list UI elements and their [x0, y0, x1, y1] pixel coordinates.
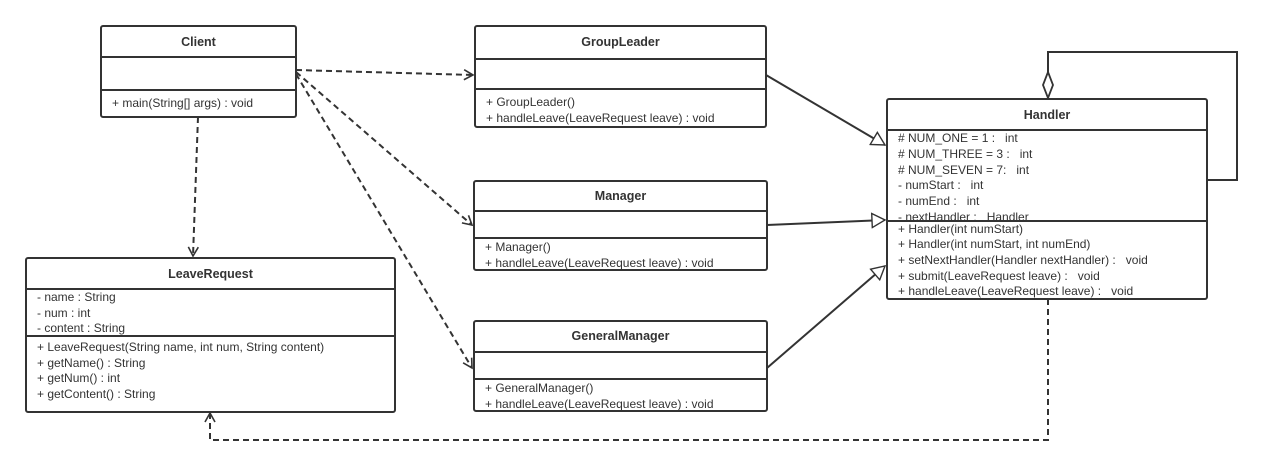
method: + Handler(int numStart, int numEnd): [898, 237, 1091, 252]
dependency-client-groupleader: [286, 64, 475, 81]
attribute: - name : String: [37, 290, 116, 304]
method: + getContent() : String: [37, 387, 156, 402]
attribute: # NUM_ONE = 1 : int: [898, 131, 1018, 146]
attributes-section: [102, 58, 295, 91]
attributes-section: - name : String - num : int - content : …: [27, 290, 394, 337]
class-leaverequest[interactable]: LeaveRequest - name : String - num : int…: [25, 257, 396, 413]
method: + GeneralManager(): [485, 380, 594, 395]
class-manager[interactable]: Manager + Manager() + handleLeave(LeaveR…: [473, 180, 768, 271]
class-groupleader[interactable]: GroupLeader + GroupLeader() + handleLeav…: [474, 25, 767, 128]
method: + Manager(): [485, 239, 551, 254]
method: + LeaveRequest(String name, int num, Str…: [37, 340, 325, 354]
methods-section: + Manager() + handleLeave(LeaveRequest l…: [475, 239, 766, 269]
method: + GroupLeader(): [486, 95, 576, 110]
aggregation-handler-self: [1047, 51, 1238, 181]
class-name: Handler: [888, 100, 1206, 132]
class-name: LeaveRequest: [27, 259, 394, 290]
attribute: # NUM_SEVEN = 7: int: [898, 162, 1030, 177]
attribute: - numEnd : int: [898, 193, 980, 208]
method: + handleLeave(LeaveRequest leave) : void: [486, 110, 715, 125]
methods-section: + Handler(int numStart) + Handler(int nu…: [888, 222, 1206, 298]
method: + handleLeave(LeaveRequest leave) : void: [485, 396, 714, 410]
methods-section: + GroupLeader() + handleLeave(LeaveReque…: [476, 90, 765, 126]
dependency-client-leaverequest: [187, 116, 200, 258]
method: + getNum() : int: [37, 371, 121, 386]
aggregation-diamond-icon: [1042, 69, 1054, 101]
dependency-client-manager: [295, 71, 474, 227]
method: + main(String[] args) : void: [112, 96, 254, 110]
attribute: - nextHandler : Handler: [898, 209, 1029, 222]
generalization-generalmanager-handler: [766, 266, 885, 369]
class-name: GroupLeader: [476, 27, 765, 60]
attributes-section: [475, 353, 766, 380]
method: + setNextHandler(Handler nextHandler) : …: [898, 253, 1148, 268]
attributes-section: [476, 60, 765, 91]
method: + handleLeave(LeaveRequest leave) : void: [898, 284, 1134, 298]
attributes-section: [475, 212, 766, 239]
class-client[interactable]: Client + main(String[] args) : void: [100, 25, 297, 118]
method: + Handler(int numStart): [898, 221, 1024, 236]
generalization-manager-handler: [766, 220, 885, 225]
method: + submit(LeaveRequest leave) : void: [898, 268, 1100, 283]
methods-section: + GeneralManager() + handleLeave(LeaveRe…: [475, 380, 766, 410]
attribute: # NUM_THREE = 3 : int: [898, 146, 1033, 161]
attribute: - numStart : int: [898, 178, 984, 193]
method: + getName() : String: [37, 355, 146, 370]
dependency-client-generalmanager: [295, 73, 473, 370]
class-handler[interactable]: Handler # NUM_ONE = 1 : int # NUM_THREE …: [886, 98, 1208, 300]
attribute: - content : String: [37, 321, 126, 336]
class-name: GeneralManager: [475, 322, 766, 353]
class-name: Client: [102, 27, 295, 58]
attributes-section: # NUM_ONE = 1 : int # NUM_THREE = 3 : in…: [888, 131, 1206, 222]
methods-section: + main(String[] args) : void: [102, 91, 295, 112]
dependency-handler-leaverequest: [204, 299, 1049, 441]
generalization-groupleader-handler: [765, 74, 885, 146]
methods-section: + LeaveRequest(String name, int num, Str…: [27, 337, 394, 403]
attribute: - num : int: [37, 305, 91, 320]
class-name: Manager: [475, 182, 766, 212]
class-generalmanager[interactable]: GeneralManager + GeneralManager() + hand…: [473, 320, 768, 412]
method: + handleLeave(LeaveRequest leave) : void: [485, 255, 714, 269]
